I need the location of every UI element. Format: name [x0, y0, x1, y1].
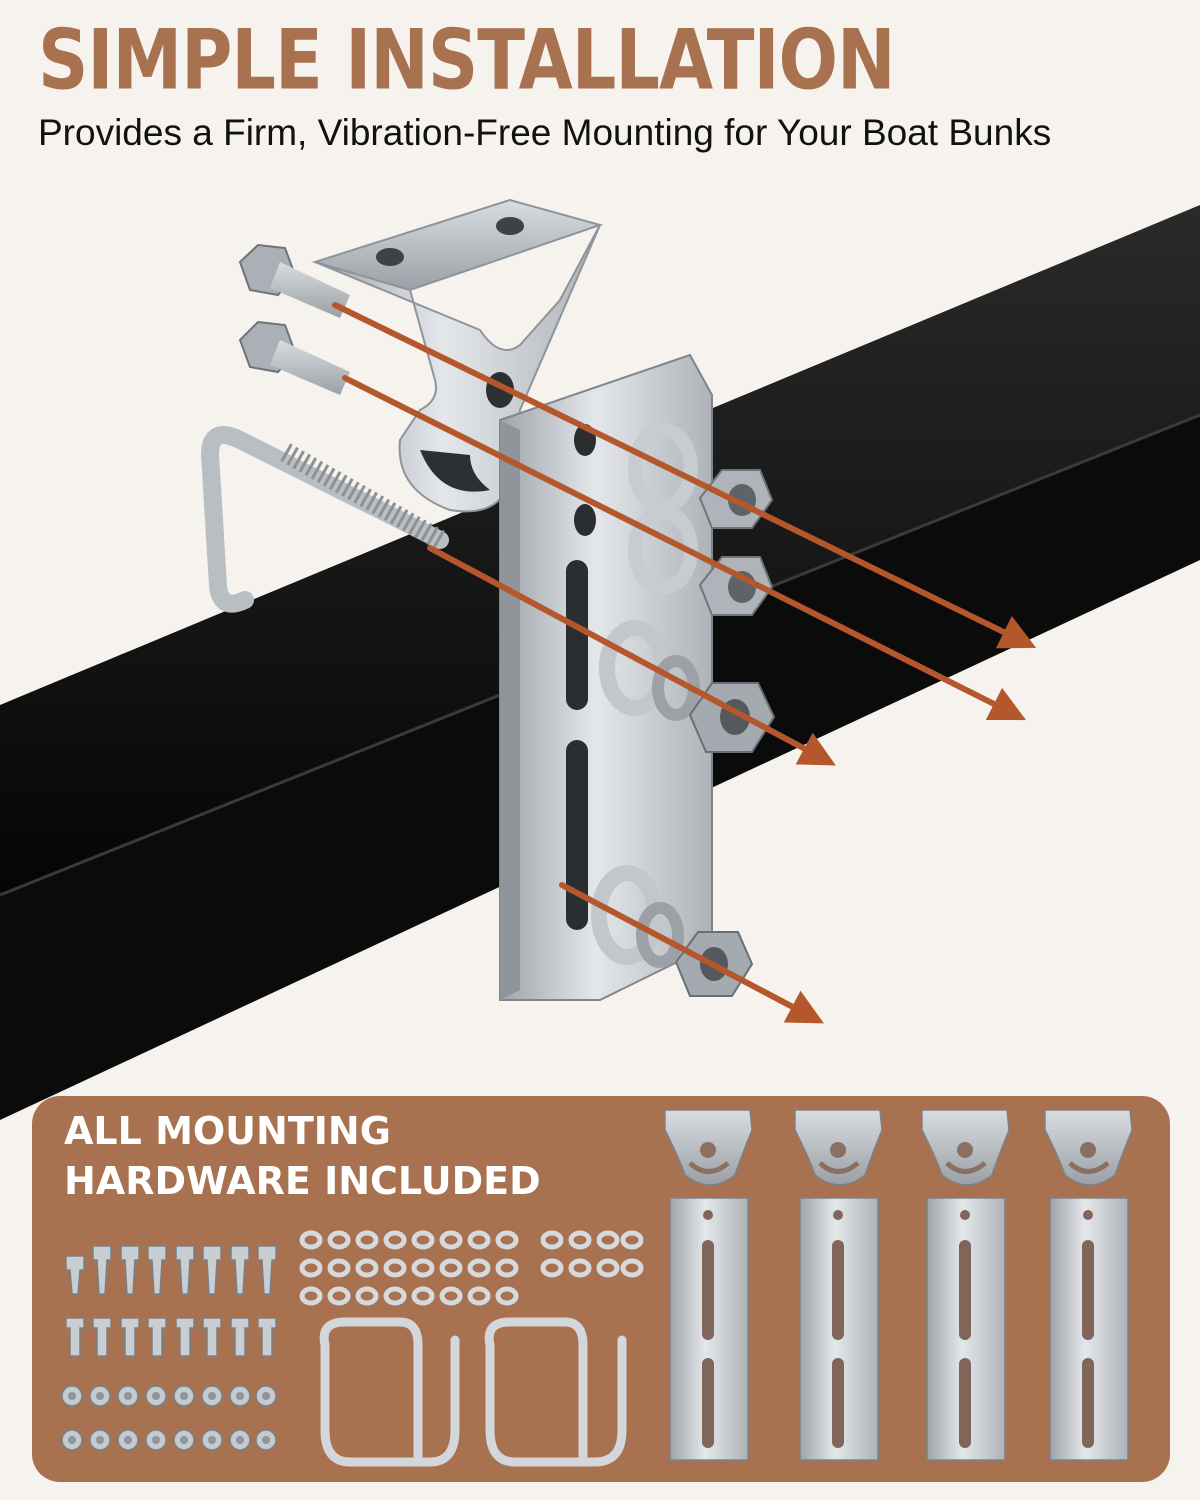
washer-icon: [591, 423, 700, 968]
page-title: SIMPLE INSTALLATION: [38, 12, 896, 109]
hardware-panel-title: ALL MOUNTING HARDWARE INCLUDED: [64, 1106, 541, 1206]
lag-screw-icon: [65, 1245, 277, 1357]
bracket-set: [664, 1109, 1133, 1461]
u-bolt-icon: [200, 426, 449, 613]
panel-title-line-2: HARDWARE INCLUDED: [64, 1159, 541, 1203]
arrow-icon: [332, 302, 1037, 1024]
washer-grid: [299, 1230, 644, 1306]
u-bolt-set: [319, 1317, 627, 1467]
hex-bolt-icon: [238, 243, 350, 395]
hex-nut-grid: [61, 1385, 277, 1451]
page-subtitle: Provides a Firm, Vibration-Free Mounting…: [38, 112, 1052, 153]
panel-title-line-1: ALL MOUNTING: [64, 1109, 391, 1153]
hardware-panel: [32, 1096, 1170, 1482]
